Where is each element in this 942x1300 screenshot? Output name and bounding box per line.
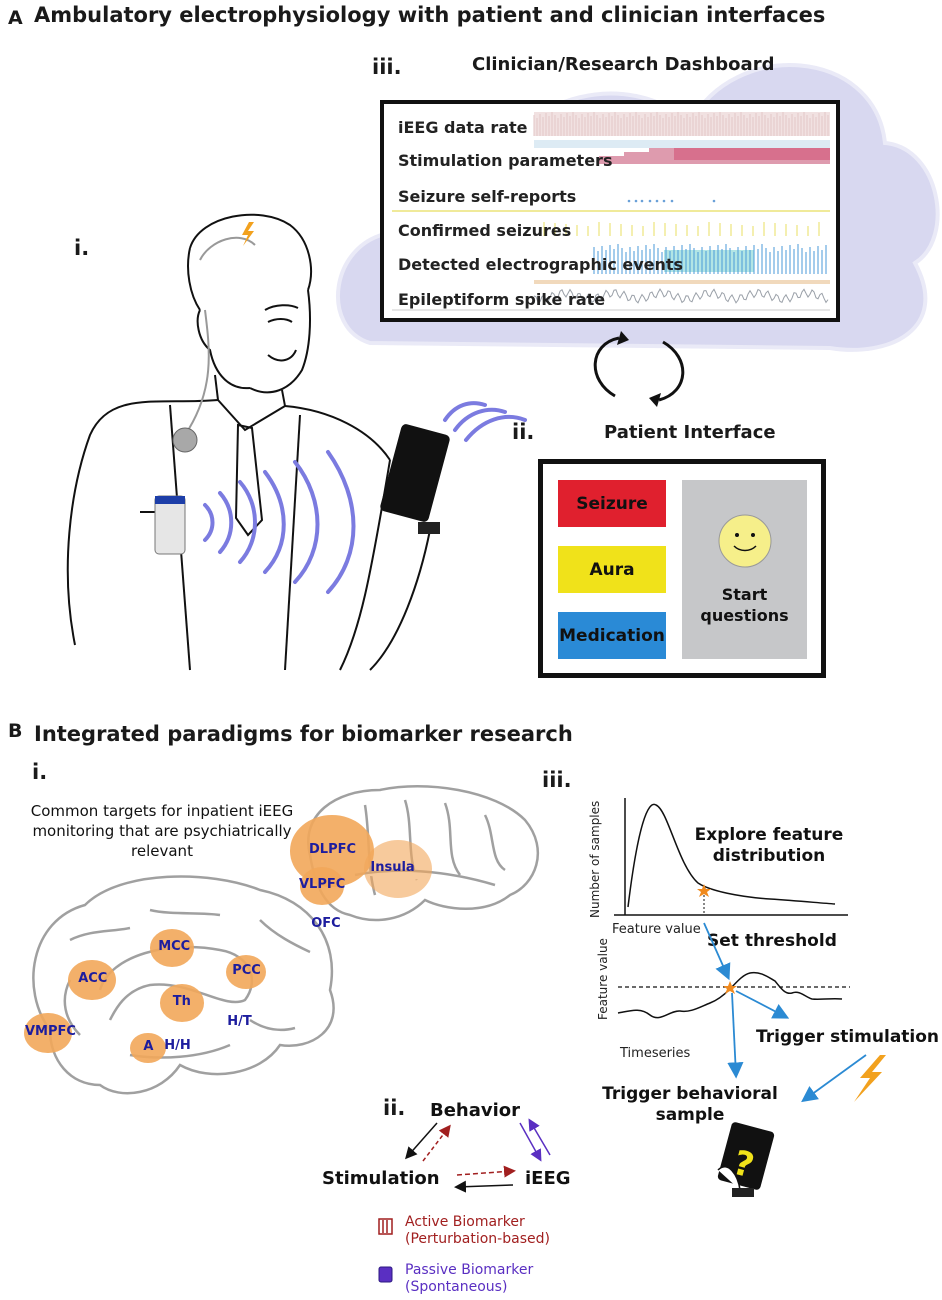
threshold-marker-icon (697, 884, 711, 897)
set-threshold-label: Set threshold (707, 931, 837, 951)
patient-interface-title: Patient Interface (604, 422, 776, 443)
region-label-th: Th (172, 994, 191, 1009)
dashboard-title: Clinician/Research Dashboard (472, 54, 775, 75)
dashboard-row-confirmed: Confirmed seizures (398, 221, 572, 240)
smiley-icon (718, 514, 772, 568)
region-marker-mcc (150, 929, 194, 967)
seizure-button[interactable]: Seizure (558, 480, 666, 527)
targets-caption: Common targets for inpatient iEEG monito… (30, 802, 294, 860)
start-questions-button[interactable]: Start questions (682, 480, 807, 659)
region-marker-insula (364, 840, 432, 898)
panel-b-label-iii: iii. (542, 768, 572, 792)
sync-cycle-icon (593, 331, 685, 407)
panel-b-label-i: i. (32, 760, 48, 784)
dashboard-screen: iEEG data rate Stimulation parameters Se… (380, 100, 840, 322)
aura-button[interactable]: Aura (558, 546, 666, 593)
region-label-ofc: OFC (311, 916, 341, 931)
panel-a-title: Ambulatory electrophysiology with patien… (34, 3, 826, 27)
panel-b-letter: B (8, 720, 23, 742)
dashboard-row-data-rate: iEEG data rate (398, 118, 528, 137)
phone-question-icon: ? (717, 1122, 775, 1197)
loop-arrows (405, 1118, 551, 1193)
region-label-dlpfc: DLPFC (309, 842, 357, 857)
region-label-mcc: MCC (158, 939, 191, 954)
trigger-stimulation-label: Trigger stimulation (756, 1027, 940, 1047)
region-marker-vmpfc (24, 1012, 72, 1054)
region-marker-th (160, 984, 204, 1022)
threshold-workflow-plot (617, 922, 886, 1103)
legend-passive-line1: Passive Biomarker (405, 1262, 534, 1278)
region-marker-acc (68, 959, 116, 1001)
distribution-plot (614, 798, 848, 916)
passive-biomarker-swatch (378, 1266, 393, 1283)
region-label-h-h: H/H (164, 1038, 191, 1053)
panel-a-label-ii: ii. (512, 420, 535, 444)
region-label-acc: ACC (78, 971, 108, 986)
dashboard-row-stimulation: Stimulation parameters (398, 151, 613, 170)
legend-active-line2: (Perturbation-based) (405, 1231, 550, 1247)
legend-active-line1: Active Biomarker (405, 1214, 525, 1230)
region-label-pcc: PCC (232, 963, 261, 978)
timeseries-label: Timeseries (620, 1046, 691, 1061)
dashboard-row-detected: Detected electrographic events (398, 255, 684, 274)
dashboard-traces (392, 112, 830, 311)
distribution-y-axis-label: Number of samples (588, 800, 602, 918)
legend-passive-line2: (Spontaneous) (405, 1279, 508, 1295)
explore-label: Explore feature distribution (694, 825, 844, 866)
panel-a-label-iii: iii. (372, 55, 402, 79)
panel-b-label-ii: ii. (383, 1096, 406, 1120)
region-label-vmpfc: VMPFC (25, 1024, 76, 1039)
crossing-marker-icon (723, 981, 737, 994)
lightning-icon (854, 1055, 886, 1102)
medication-button[interactable]: Medication (558, 612, 666, 659)
patient-interface-screen: Seizure Aura Medication Start questions (538, 459, 826, 678)
active-biomarker-swatch (378, 1218, 393, 1235)
panel-a-label-i: i. (74, 236, 90, 260)
distribution-x-axis-label: Feature value (612, 922, 701, 937)
loop-stimulation: Stimulation (322, 1168, 440, 1189)
region-marker-pcc (226, 955, 266, 989)
patient-illustration (66, 213, 527, 671)
region-marker-a (130, 1032, 166, 1064)
trigger-behavioral-label: Trigger behavioral sample (602, 1084, 778, 1125)
dashboard-row-self-reports: Seizure self-reports (398, 187, 577, 206)
panel-a-letter: A (8, 7, 23, 29)
timeseries-y-axis-label: Feature value (596, 938, 610, 1020)
loop-ieeg: iEEG (525, 1168, 571, 1189)
start-questions-label: Start questions (700, 585, 789, 625)
panel-b-title: Integrated paradigms for biomarker resea… (34, 722, 573, 746)
region-marker-vlpfc (300, 867, 344, 905)
region-label-h-t: H/T (227, 1014, 252, 1029)
region-label-insula: Insula (370, 860, 415, 875)
region-label-a: A (143, 1039, 154, 1054)
loop-behavior: Behavior (430, 1100, 521, 1121)
region-label-vlpfc: VLPFC (299, 877, 346, 892)
dashboard-row-spike-rate: Epileptiform spike rate (398, 290, 606, 309)
